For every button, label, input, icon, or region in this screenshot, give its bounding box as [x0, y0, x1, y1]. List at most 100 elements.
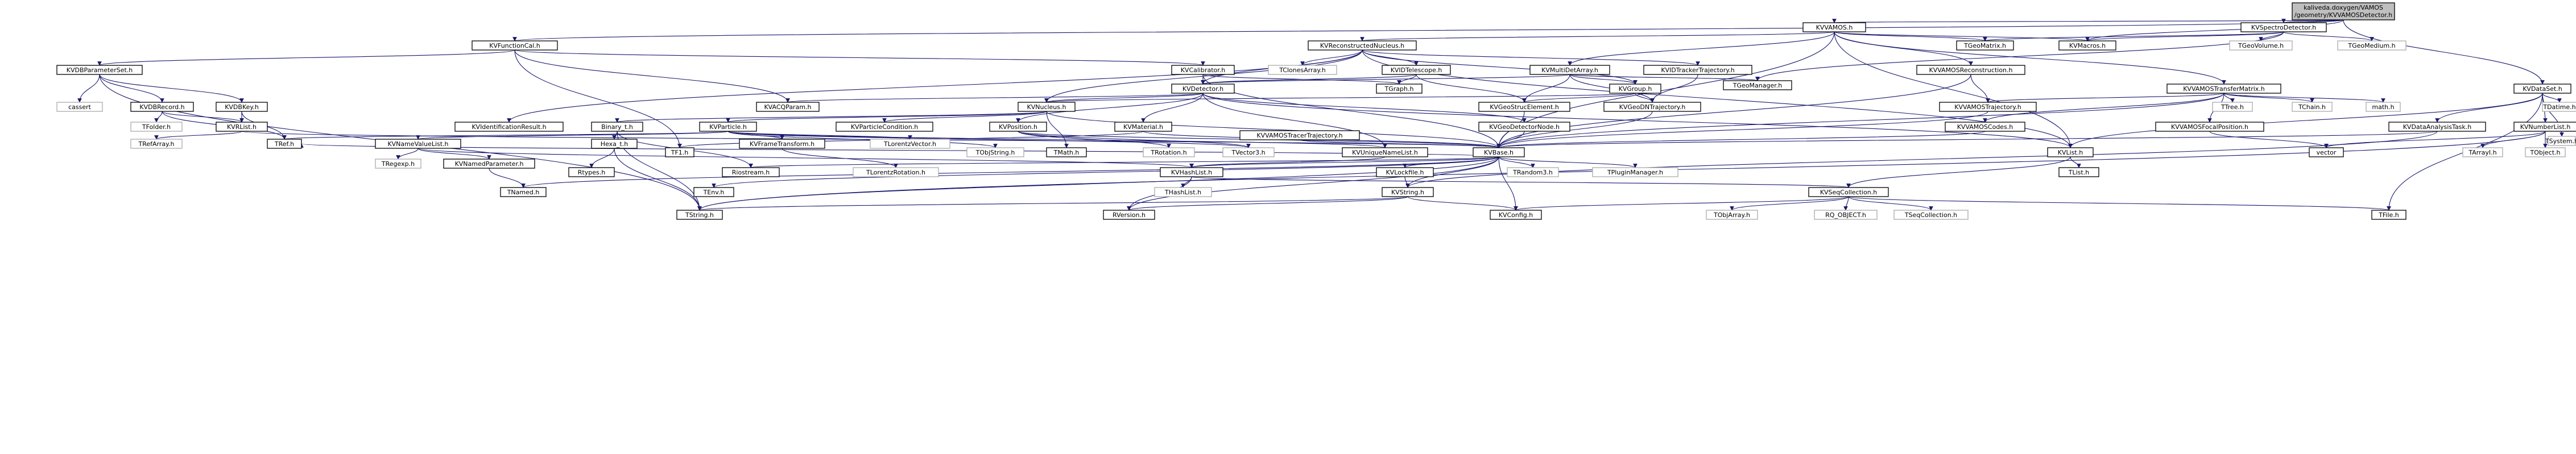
- node-kvconfig[interactable]: KVConfig.h: [1490, 210, 1542, 220]
- node-kvhashlist[interactable]: KVHashList.h: [1160, 167, 1223, 177]
- node-kvgeodetectornode[interactable]: KVGeoDetectorNode.h: [1478, 122, 1570, 132]
- node-kvvamosfocalposition[interactable]: KVVAMOSFocalPosition.h: [2155, 122, 2264, 132]
- edge-kvfunctioncal-to-kvcalibrator: [514, 49, 1205, 66]
- node-kvfunctioncal[interactable]: KVFunctionCal.h: [472, 40, 558, 51]
- node-kvmacros[interactable]: KVMacros.h: [2058, 40, 2116, 51]
- node-kvvamoscodes[interactable]: KVVAMOSCodes.h: [1945, 122, 2025, 132]
- node-tsystem[interactable]: TSystem.h: [2545, 136, 2576, 146]
- node-kvcalibrator[interactable]: KVCalibrator.h: [1171, 65, 1235, 75]
- node-kvvamostrajectory[interactable]: KVVAMOSTrajectory.h: [1939, 102, 2037, 112]
- node-kvvamos[interactable]: KVVAMOS.h: [1802, 22, 1866, 32]
- node-binary-t[interactable]: Binary_t.h: [591, 122, 643, 132]
- node-kvnamevaluelist[interactable]: KVNameValueList.h: [375, 139, 461, 149]
- node-kvnucleus[interactable]: KVNucleus.h: [1018, 102, 1076, 112]
- node-trefh[interactable]: TRef.h: [267, 139, 302, 149]
- node-kvmaterial[interactable]: KVMaterial.h: [1114, 122, 1172, 132]
- node-kvgroup[interactable]: KVGroup.h: [1609, 84, 1661, 94]
- node-tchain[interactable]: TChain.h: [2292, 102, 2333, 112]
- node-tgeovolume[interactable]: TGeoVolume.h: [2229, 40, 2293, 51]
- node-tfile[interactable]: TFile.h: [2371, 210, 2407, 220]
- node-rversion[interactable]: RVersion.h: [1103, 210, 1155, 220]
- node-kvnamedparameter[interactable]: KVNamedParameter.h: [443, 159, 535, 169]
- edge-kvseqcollection-to-kvconfig: [1514, 196, 1849, 211]
- node-vector[interactable]: vector: [2309, 147, 2344, 157]
- node-kvbase[interactable]: KVBase.h: [1473, 147, 1525, 157]
- node-kvseqcollection[interactable]: KVSeqCollection.h: [1808, 187, 1889, 197]
- node-kvposition[interactable]: KVPosition.h: [989, 122, 1047, 132]
- node-tclonesarray[interactable]: TClonesArray.h: [1268, 65, 1337, 75]
- node-tvector3[interactable]: TVector3.h: [1222, 147, 1275, 157]
- node-kvspectrodetector[interactable]: KVSpectroDetector.h: [2240, 22, 2327, 32]
- node-kvstring[interactable]: KVString.h: [1382, 187, 1434, 197]
- node-kvacqparam[interactable]: KVACQParam.h: [756, 102, 820, 112]
- node-kvvamosreconstruction[interactable]: KVVAMOSReconstruction.h: [1916, 65, 2025, 75]
- node-kvdbkey[interactable]: KVDBKey.h: [216, 102, 268, 112]
- node-tpluginmanager[interactable]: TPluginManager.h: [1592, 167, 1678, 177]
- node-thashlist[interactable]: THashList.h: [1154, 187, 1212, 197]
- node-rtypes[interactable]: Rtypes.h: [568, 167, 615, 177]
- node-kvnumberlist[interactable]: KVNumberList.h: [2513, 122, 2576, 132]
- edge-kvseqcollection-to-tfile: [1848, 196, 2391, 211]
- node-rq-object[interactable]: RQ_OBJECT.h: [1814, 210, 1878, 220]
- node-tobject[interactable]: TObject.h: [2525, 147, 2566, 157]
- node-riostream[interactable]: Riostream.h: [722, 167, 780, 177]
- node-label: KVVAMOSTracerTrajectory.h: [1256, 132, 1342, 139]
- node-box: [676, 210, 723, 220]
- node-tgeomatrix[interactable]: TGeoMatrix.h: [1956, 40, 2014, 51]
- node-tseqcollection[interactable]: TSeqCollection.h: [1893, 210, 1969, 220]
- node-kvidentificationresult[interactable]: KVIdentificationResult.h: [454, 122, 564, 132]
- node-kvgeodntrajectory[interactable]: KVGeoDNTrajectory.h: [1603, 102, 1701, 112]
- node-tf1[interactable]: TF1.h: [665, 147, 694, 157]
- node-tarrayi[interactable]: TArrayI.h: [2462, 147, 2503, 157]
- node-tnamed[interactable]: TNamed.h: [500, 187, 547, 197]
- node-label: KVFrameTransform.h: [750, 140, 814, 148]
- node-kvmultidetarray[interactable]: KVMultiDetArray.h: [1529, 65, 1610, 75]
- node-box: [2548, 136, 2576, 146]
- node-kvlist[interactable]: KVList.h: [2047, 147, 2094, 157]
- node-kvparticlecondition[interactable]: KVParticleCondition.h: [836, 122, 933, 132]
- node-tlist[interactable]: TList.h: [2058, 167, 2099, 177]
- node-box: [1239, 130, 1360, 140]
- node-kvvamostracertrajectory[interactable]: KVVAMOSTracerTrajectory.h: [1239, 130, 1360, 140]
- node-kvgeostrucelement[interactable]: KVGeoStrucElement.h: [1478, 102, 1570, 112]
- node-casset[interactable]: cassert: [56, 102, 103, 112]
- node-math[interactable]: math.h: [2366, 102, 2401, 112]
- node-kvreconstructednucleus[interactable]: KVReconstructedNucleus.h: [1308, 40, 1417, 51]
- node-trefarray[interactable]: TRefArray.h: [130, 139, 183, 149]
- node-kvidtelescope[interactable]: KVIDTelescope.h: [1382, 65, 1451, 75]
- node-tregexp[interactable]: TRegexp.h: [375, 159, 421, 169]
- node-tgraph[interactable]: TGraph.h: [1376, 84, 1423, 94]
- node-tlorentzvector[interactable]: TLorentzVector.h: [870, 139, 950, 149]
- node-kvuniquenamelist[interactable]: KVUniqueNameList.h: [1342, 147, 1428, 157]
- node-box: [1478, 122, 1570, 132]
- node-kvparticle[interactable]: KVParticle.h: [699, 122, 757, 132]
- node-tstring[interactable]: TString.h: [676, 210, 723, 220]
- node-kvdataanalysistask[interactable]: KVDataAnalysisTask.h: [2388, 122, 2486, 132]
- node-kvdbparameterset[interactable]: KVDBParameterSet.h: [56, 65, 143, 75]
- node-kvframetransform[interactable]: KVFrameTransform.h: [739, 139, 825, 149]
- node-tobjarray[interactable]: TObjArray.h: [1706, 210, 1758, 220]
- node-tdatime[interactable]: TDatime.h: [2542, 102, 2576, 112]
- node-kvdataset[interactable]: KVDataSet.h: [2513, 84, 2571, 94]
- node-tlorentzrotation[interactable]: TLorentzRotation.h: [853, 167, 939, 177]
- edge-kvvamos-to-kvvamostransfermatrix: [1834, 31, 2226, 85]
- node-kvidtrackertrajectory[interactable]: KVIDTrackerTrajectory.h: [1643, 65, 1752, 75]
- node-ttree[interactable]: TTree.h: [2212, 102, 2253, 112]
- node-label: TList.h: [2068, 169, 2089, 176]
- node-kvdetector[interactable]: KVDetector.h: [1171, 84, 1235, 94]
- node-label: KVBase.h: [1484, 149, 1514, 156]
- node-label: RVersion.h: [1113, 211, 1146, 219]
- node-tfolder[interactable]: TFolder.h: [130, 122, 183, 132]
- node-tgeomanager[interactable]: TGeoManager.h: [1723, 80, 1792, 90]
- node-trandom3[interactable]: TRandom3.h: [1507, 167, 1559, 177]
- node-tenv[interactable]: TEnv.h: [693, 187, 734, 197]
- node-kvrlist[interactable]: KVRList.h: [216, 122, 268, 132]
- node-kvlockfile[interactable]: KVLockfile.h: [1376, 167, 1434, 177]
- node-trotation[interactable]: TRotation.h: [1143, 147, 1195, 157]
- node-kvvamostransfermatrix[interactable]: KVVAMOSTransferMatrix.h: [2166, 84, 2281, 94]
- node-tgeomedium[interactable]: TGeoMedium.h: [2337, 40, 2407, 51]
- node-tobjstring[interactable]: TObjString.h: [966, 147, 1024, 157]
- node-kvdbrecord[interactable]: KVDBRecord.h: [130, 102, 194, 112]
- node-tmath[interactable]: TMath.h: [1046, 147, 1087, 157]
- node-hexa-t[interactable]: Hexa_t.h: [591, 139, 638, 149]
